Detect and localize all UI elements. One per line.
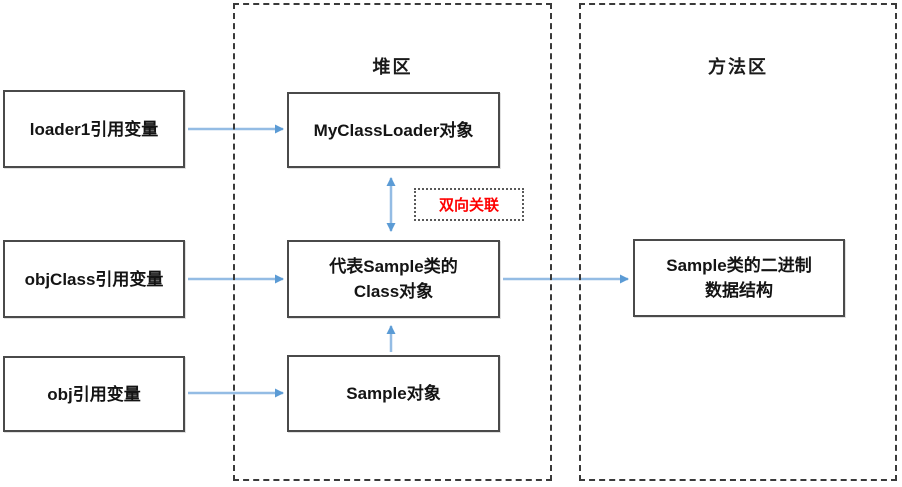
heap-region-title: 堆区 bbox=[372, 57, 413, 77]
method-area-region-title: 方法区 bbox=[708, 57, 768, 77]
method-area-region: 方法区 bbox=[579, 3, 897, 481]
node-label-line2: 数据结构 bbox=[705, 281, 773, 300]
node-label-line2: Class对象 bbox=[353, 282, 434, 301]
node-sample-object: Sample对象 bbox=[287, 355, 500, 432]
node-myclassloader-object: MyClassLoader对象 bbox=[287, 92, 500, 168]
node-label-line1: Sample类的二进制 bbox=[666, 256, 812, 275]
node-label: Sample对象 bbox=[346, 384, 441, 403]
annotation-text: 双向关联 bbox=[438, 197, 499, 214]
node-label: MyClassLoader对象 bbox=[313, 120, 474, 140]
node-label: objClass引用变量 bbox=[24, 269, 164, 289]
node-label: obj引用变量 bbox=[47, 384, 141, 404]
node-sample-class-object: 代表Sample类的 Class对象 bbox=[287, 240, 500, 318]
node-label: loader1引用变量 bbox=[29, 119, 159, 139]
node-loader1-reference: loader1引用变量 bbox=[3, 90, 185, 168]
bidirectional-association-label: 双向关联 bbox=[414, 188, 524, 221]
node-objclass-reference: objClass引用变量 bbox=[3, 240, 185, 318]
node-sample-binary-structure: Sample类的二进制 数据结构 bbox=[633, 239, 845, 317]
node-label-line1: 代表Sample类的 bbox=[329, 257, 458, 276]
node-obj-reference: obj引用变量 bbox=[3, 356, 185, 432]
heap-region: 堆区 bbox=[233, 3, 552, 481]
